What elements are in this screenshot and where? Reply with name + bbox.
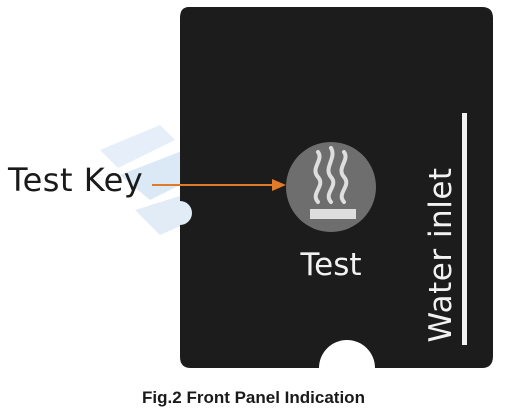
test-button-label: Test [300, 247, 362, 283]
water-inlet-label: Water inlet [423, 167, 459, 343]
callout-arrowhead [272, 179, 286, 191]
figure-caption: Fig.2 Front Panel Indication [142, 388, 365, 407]
test-key-label: Test Key [8, 161, 144, 199]
heat-waves-icon [313, 146, 349, 204]
inlet-bar [462, 113, 467, 345]
heat-plate-icon [310, 209, 356, 219]
